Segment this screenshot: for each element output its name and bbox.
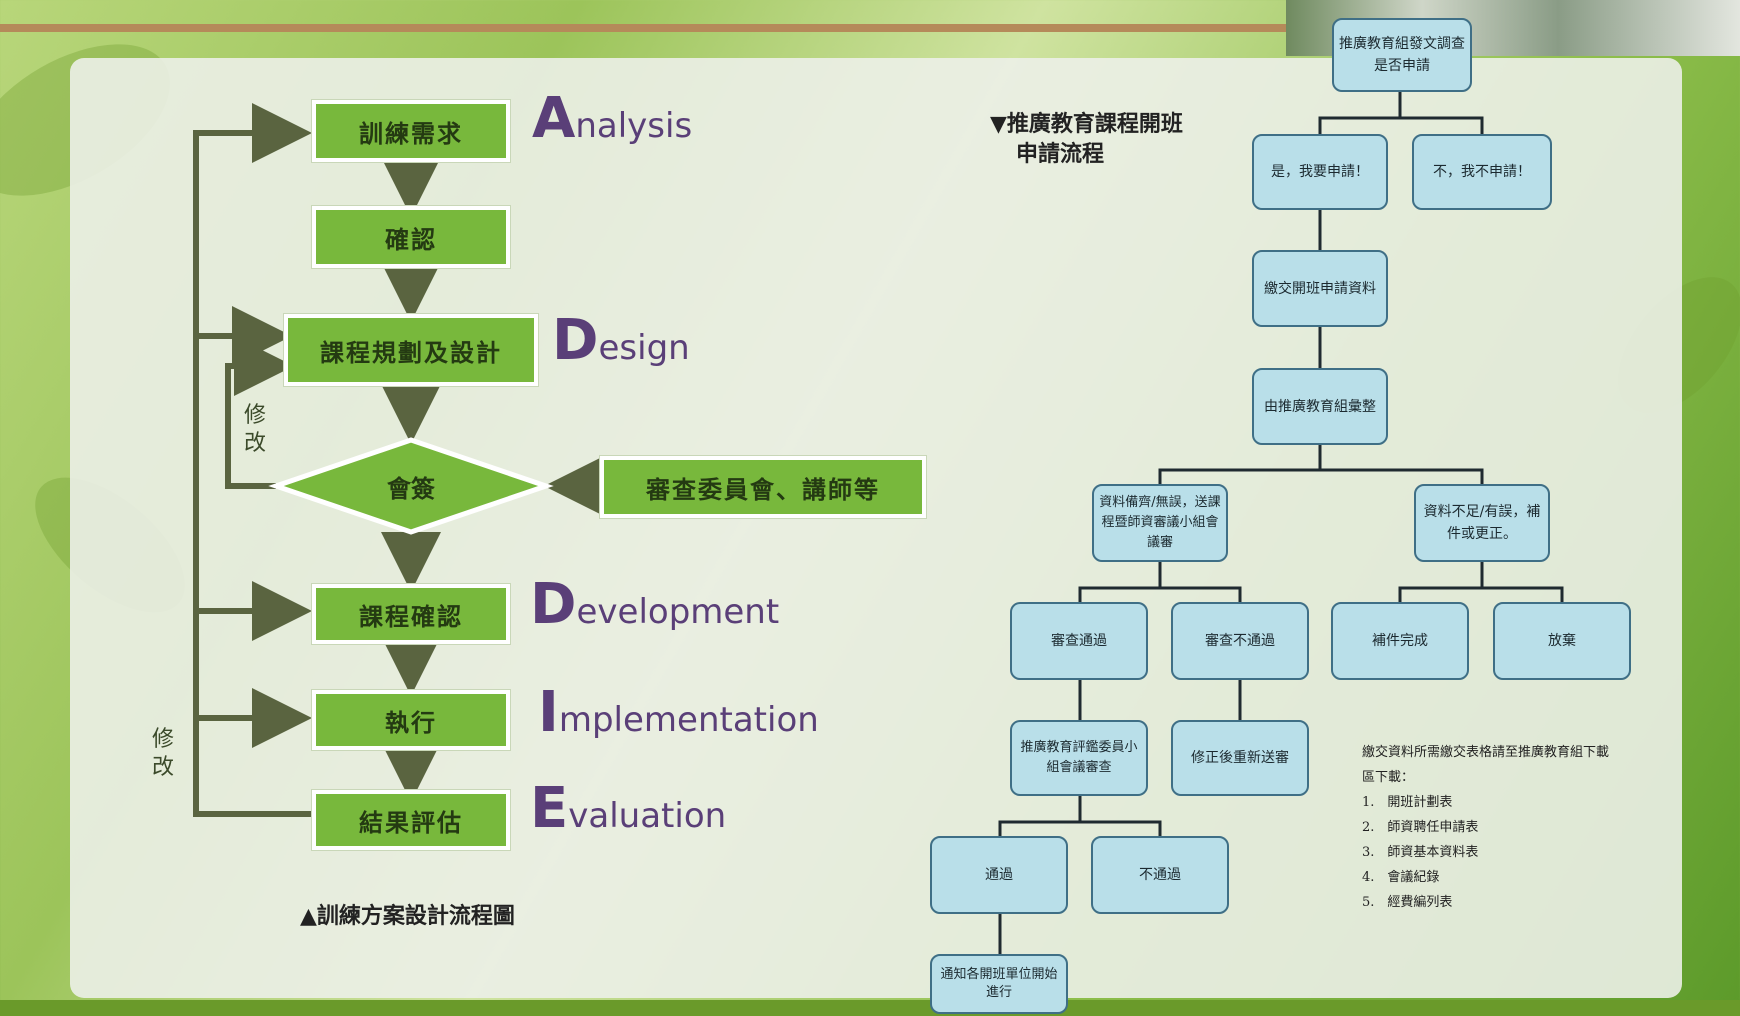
node-committee-review: 推廣教育評鑑委員小組會議審查 [1010,720,1148,796]
step-signoff-label: 會簽 [387,473,435,503]
top-wood-bar [0,24,1740,32]
bottom-bar [0,1000,1740,1016]
left-chart-caption: ▲訓練方案設計流程圖 [300,903,515,929]
revise-outer-label: 修改 [151,727,174,780]
notes-item: 2. 師資聘任申請表 [1362,820,1479,835]
phase-development: Development [530,572,780,637]
notes-item: 3. 師資基本資料表 [1362,845,1479,860]
node-pass: 通過 [930,836,1068,914]
node-submit-data: 繳交開班申請資料 [1252,250,1388,327]
node-review-fail: 審查不通過 [1171,602,1309,680]
notes-title: 繳交資料所需繳交表格請至推廣教育組下載區下載： [1362,745,1610,785]
node-abandon: 放棄 [1493,602,1631,680]
step-course-confirm: 課程確認 [312,584,510,644]
node-fail: 不通過 [1091,836,1229,914]
step-course-design: 課程規劃及設計 [284,314,538,386]
node-data-incomplete: 資料不足/有誤，補件或更正。 [1414,484,1550,562]
node-data-complete: 資料備齊/無誤，送課程暨師資審議小組會議審 [1092,484,1228,562]
download-notes: 繳交資料所需繳交表格請至推廣教育組下載區下載： 1. 開班計劃表 2. 師資聘任… [1362,740,1612,915]
right-chart-caption-line1: ▼推廣教育課程開班 [990,111,1183,137]
node-no-apply: 不，我不申請！ [1412,134,1552,210]
notes-item: 4. 會議紀錄 [1362,870,1440,885]
step-training-need: 訓練需求 [312,100,510,162]
notes-item: 5. 經費編列表 [1362,895,1453,910]
step-review-committee: 審查委員會、講師等 [600,456,926,518]
step-implement: 執行 [312,690,510,750]
phase-implementation: Implementation [538,680,819,745]
node-collect: 由推廣教育組彙整 [1252,368,1388,445]
node-review-pass: 審查通過 [1010,602,1148,680]
notes-item: 1. 開班計劃表 [1362,795,1453,810]
phase-design: Design [552,308,690,373]
phase-analysis: Analysis [532,86,693,151]
node-revise-resubmit: 修正後重新送審 [1171,720,1309,796]
step-evaluate: 結果評估 [312,790,510,850]
step-confirm: 確認 [312,206,510,268]
node-supplement-done: 補件完成 [1331,602,1469,680]
node-survey: 推廣教育組發文調查是否申請 [1332,18,1472,92]
node-yes-apply: 是，我要申請！ [1252,134,1388,210]
phase-evaluation: Evaluation [530,776,727,841]
node-notify: 通知各開班單位開始進行 [930,954,1068,1014]
revise-inner-label: 修改 [243,403,266,456]
signoff-diamond [268,437,554,535]
right-chart-caption-line2: 申請流程 [1016,141,1105,167]
